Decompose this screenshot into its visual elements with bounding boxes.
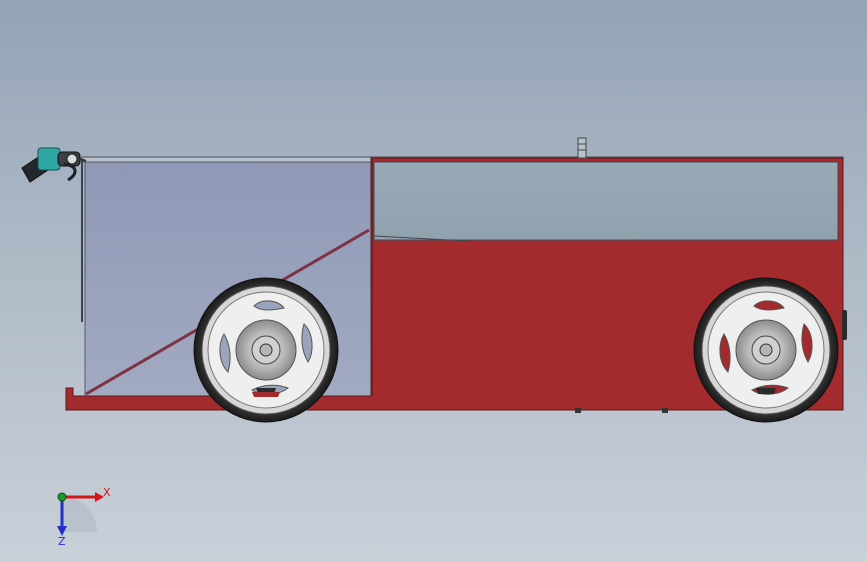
- wheel-icon: [193, 277, 339, 423]
- bottom-lug: [575, 408, 581, 413]
- window-sill: [373, 235, 469, 242]
- window-glass: [373, 161, 839, 241]
- coordinate-triad: X Z: [57, 486, 111, 548]
- x-axis-label: X: [103, 486, 111, 499]
- bottom-lug: [662, 408, 668, 413]
- rear-bumper-tab: [842, 310, 847, 340]
- camera-sensor-icon: [21, 147, 87, 183]
- wheel-icon: [693, 277, 839, 423]
- z-axis-label: Z: [58, 535, 66, 548]
- antenna-post-icon: [577, 137, 587, 159]
